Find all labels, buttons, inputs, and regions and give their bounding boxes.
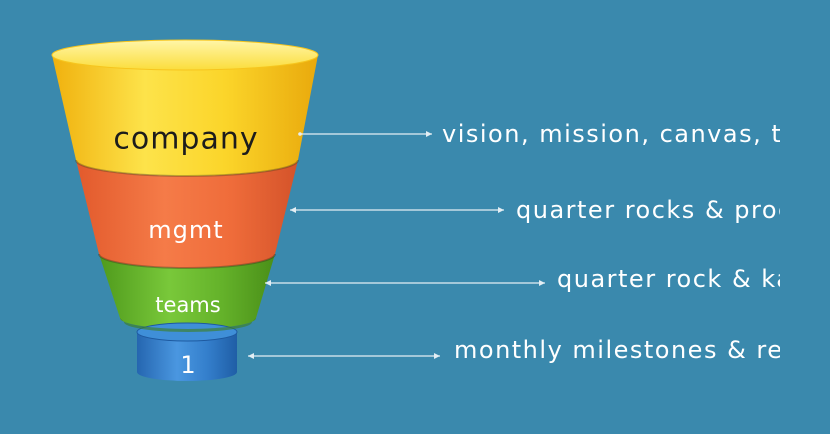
descriptions: vision, mission, canvas, targ quarter ro… xyxy=(442,120,780,364)
connector-mgmt xyxy=(290,207,504,213)
tier-label-mgmt: mgmt xyxy=(148,216,224,244)
tier-label-teams: teams xyxy=(155,293,221,317)
tier-description-teams: quarter rock & kar xyxy=(557,265,780,293)
tier-mgmt-shape xyxy=(75,159,299,268)
tier-teams-shape xyxy=(98,253,276,329)
tier-label-individual: 1 xyxy=(180,351,196,379)
tier-description-mgmt: quarter rocks & progr xyxy=(516,196,780,224)
connector-company xyxy=(298,131,432,137)
connector-individual xyxy=(248,353,440,359)
tier-company-shape xyxy=(51,39,319,176)
tier-label-company: company xyxy=(113,121,259,157)
connector-teams xyxy=(265,280,545,286)
tier-description-company: vision, mission, canvas, targ xyxy=(442,120,780,148)
tier-description-individual: monthly milestones & rewa xyxy=(454,336,780,364)
tier-individual-shape xyxy=(120,318,256,381)
